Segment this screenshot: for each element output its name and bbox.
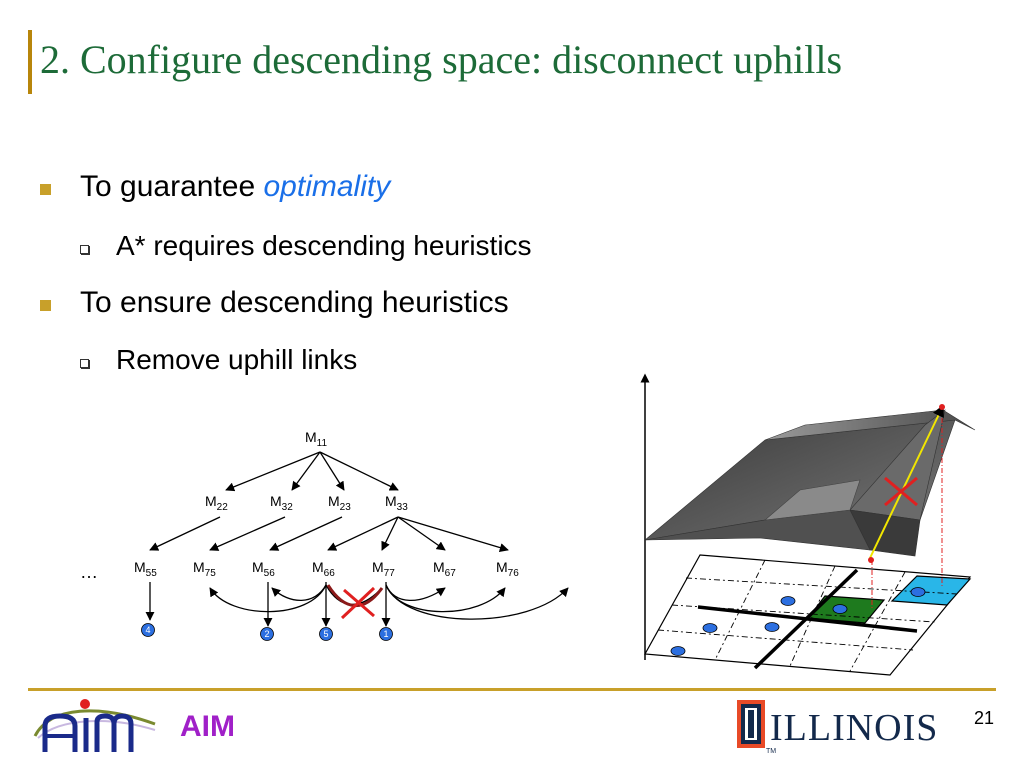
bullet-1-sub-1-text: A* requires descending heuristics (116, 230, 532, 261)
svg-text:4: 4 (145, 625, 150, 635)
drop-lines (871, 408, 943, 610)
ground-grid (644, 554, 972, 676)
title-accent-bar (28, 30, 32, 94)
svg-text:2: 2 (264, 629, 269, 639)
tree-node-level2: M56 (252, 559, 275, 579)
tree-node-level2: M55 (134, 559, 157, 579)
footer-rule (28, 688, 996, 691)
page-number: 21 (974, 708, 995, 728)
hollow-square-bullet-icon (80, 359, 89, 368)
level2-nodes: M55 M75 M56 M66 M77 M67 M76 (134, 559, 519, 579)
svg-text:1: 1 (383, 629, 388, 639)
bullet-1-text: To guarantee (80, 170, 264, 203)
tree-ellipsis: … (80, 562, 98, 582)
numbered-node-5: 5 (319, 627, 333, 641)
numbered-node-4: 4 (141, 623, 155, 637)
svg-text:M11: M11 (305, 429, 327, 449)
tree-node-level2: M66 (312, 559, 335, 579)
tree-node-level1: M33 (385, 493, 408, 513)
aim-logo-icon (33, 699, 156, 752)
numbered-node-1: 1 (379, 627, 393, 641)
bullet-1-emphasis: optimality (263, 170, 391, 203)
tree-node-level2: M76 (496, 559, 519, 579)
tree-root-node: M11 (305, 429, 327, 449)
level1-nodes: M22 M32 M23 M33 (205, 493, 408, 513)
heuristic-landscape-diagram (640, 373, 976, 676)
heuristic-surface (643, 409, 976, 557)
numbered-node-2: 2 (260, 627, 274, 641)
tree-node-level2: M67 (433, 559, 456, 579)
tree-node-level2: M77 (372, 559, 395, 579)
level1-to-level2-edges (149, 516, 509, 553)
peak-point (939, 404, 945, 410)
illinois-logo-icon (737, 700, 765, 748)
tree-node-level2: M75 (193, 559, 216, 579)
tree-node-level1: M32 (270, 493, 293, 513)
trademark-symbol: TM (766, 748, 777, 755)
root-to-level1-edges (225, 451, 399, 492)
down-links (145, 582, 391, 627)
hollow-square-bullet-icon (80, 245, 89, 254)
square-bullet-icon (40, 300, 51, 311)
illinois-wordmark: ILLINOIS (770, 707, 939, 749)
base-point (868, 557, 874, 563)
search-tree-diagram: M11 M22 M32 M23 M33 … M55 M75 M56 M66 M7… (80, 429, 569, 641)
heuristic-links (209, 584, 569, 620)
slide-title: 2. Configure descending space: disconnec… (40, 37, 843, 82)
bullet-2-text: To ensure descending heuristics (80, 286, 509, 319)
tree-node-level1: M22 (205, 493, 228, 513)
goal-cell (890, 575, 972, 606)
cross-mark-icon (340, 586, 376, 620)
cross-mark-icon (884, 476, 918, 507)
tree-node-level1: M23 (328, 493, 351, 513)
bullet-2-sub-1-text: Remove uphill links (116, 344, 358, 375)
aim-label: AIM (180, 710, 235, 743)
square-bullet-icon (40, 184, 51, 195)
svg-text:5: 5 (323, 629, 328, 639)
uphill-arrow (869, 404, 944, 559)
